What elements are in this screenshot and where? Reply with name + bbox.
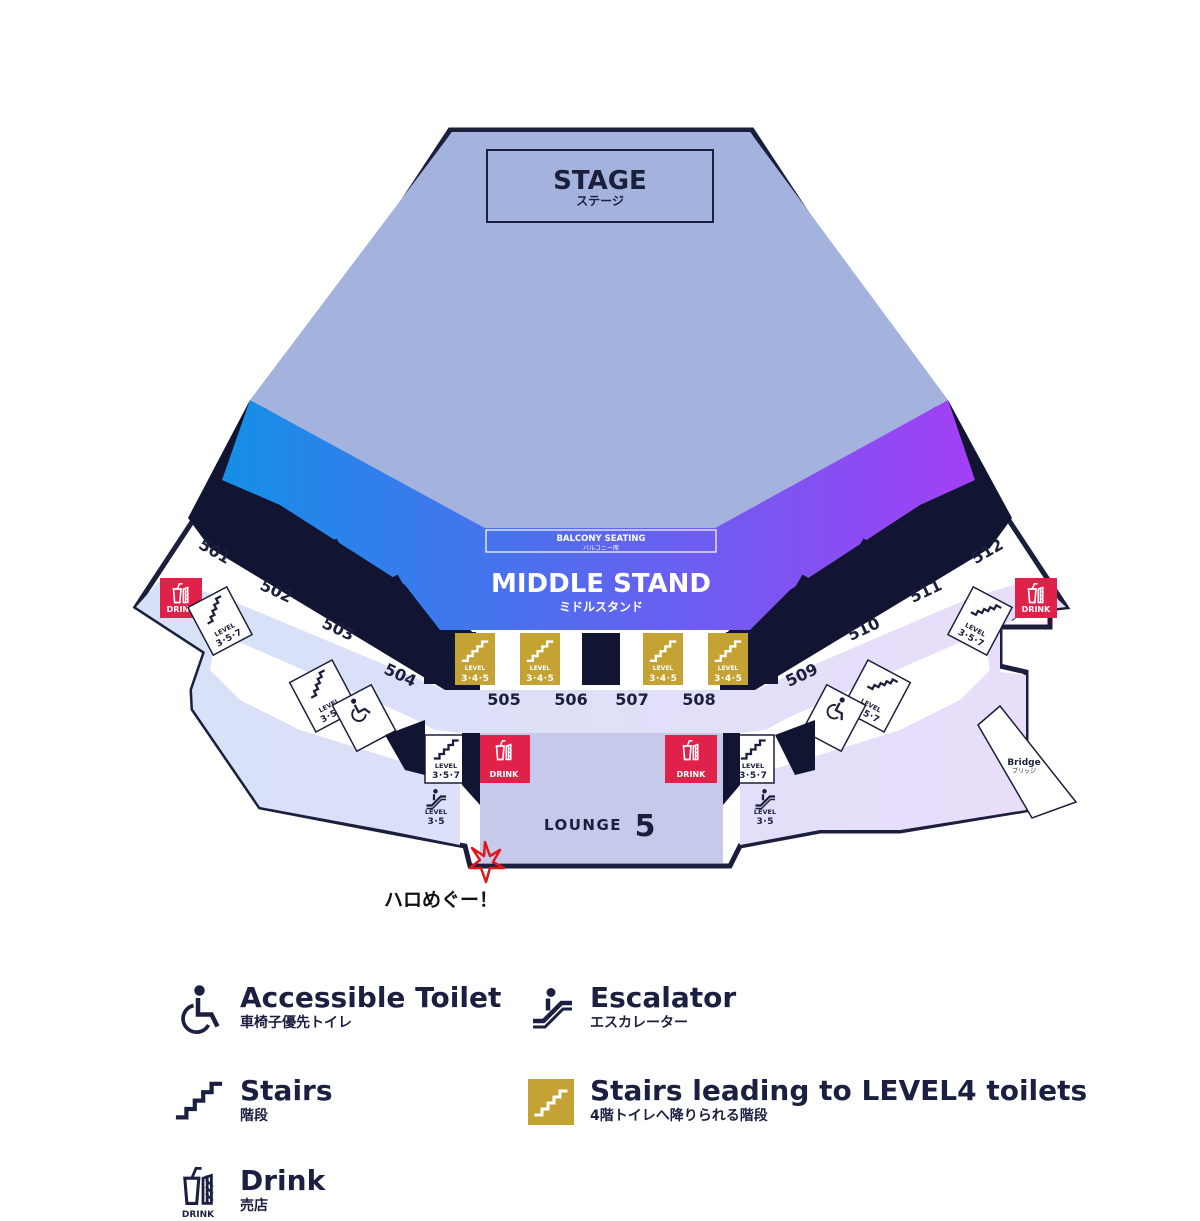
legend-stairs-level4: Stairs leading to LEVEL4 toilets 4階トイレへ降…: [524, 1075, 1087, 1131]
legend-escalator: Escalator エスカレーター: [524, 982, 736, 1038]
block-label: 508: [682, 690, 715, 709]
service-blocks: [385, 720, 815, 805]
star-annotation: ハロめぐー！: [384, 840, 506, 911]
drink-label: DRINK: [1022, 605, 1051, 614]
legend-drink: DRINK Drink 売店: [174, 1165, 325, 1221]
walkway: [212, 600, 988, 730]
accessible-toilet: [331, 683, 397, 753]
level-word: LEVEL: [435, 762, 457, 770]
seat-block: [291, 538, 363, 610]
legend-stairs-level4-ja: 4階トイレへ降りられる階段: [590, 1108, 768, 1124]
venue-map: BALCONY SEATING バルコニー席 MIDDLE STAND ミドルス…: [132, 127, 1078, 911]
legend-accessible: Accessible Toilet 車椅子優先トイレ: [174, 982, 501, 1038]
seat-blocks: [234, 504, 968, 684]
legend-stairs: Stairs 階段: [174, 1075, 333, 1131]
gold-stairs-icons: LEVEL 3･4･5 LEVEL 3･4･5 LEVEL 3･4･5 LEVEL 3･4･5: [461, 640, 742, 684]
seat-block: [896, 504, 968, 576]
drink-booth: [478, 735, 530, 783]
seat-block: [837, 538, 909, 610]
drink-icon: DRINK: [182, 1166, 215, 1220]
seat-block: [352, 574, 424, 646]
level-word: LEVEL: [425, 808, 447, 816]
block-label: 505: [487, 690, 520, 709]
annotation-text: ハロめぐー！: [384, 889, 498, 911]
gold-stairs-icon: [528, 1079, 574, 1125]
legend-drink-icon-label: DRINK: [182, 1210, 215, 1220]
level-word: LEVEL: [530, 665, 551, 672]
balcony-box: [485, 529, 717, 553]
middle-stand-subtitle: ミドルスタンド: [559, 600, 643, 614]
drink-label: DRINK: [490, 770, 519, 779]
seat-block: [776, 574, 848, 646]
facility-boxes: LEVEL3･5･7LEVEL3･5･7LEVEL3･5･7LEVEL3･5LE…: [186, 585, 1014, 827]
legend-stairs-ja: 階段: [240, 1108, 268, 1124]
level-text: 3･4･5: [714, 674, 742, 684]
legend-accessible-en: Accessible Toilet: [240, 981, 502, 1014]
level-word: LEVEL: [653, 665, 674, 672]
stairs-icon: [174, 1075, 230, 1131]
level-text: 3･5: [756, 817, 773, 827]
legend-escalator-ja: エスカレーター: [590, 1015, 688, 1031]
level-text: 3･5: [427, 817, 444, 827]
escalator-icon: [524, 982, 580, 1038]
stage-subtitle: ステージ: [576, 194, 624, 208]
wheelchair-icon: [174, 982, 230, 1038]
legend-stairs-en: Stairs: [240, 1074, 333, 1107]
level-text: 3･4･5: [461, 674, 489, 684]
level-word: LEVEL: [718, 665, 739, 672]
star-icon: [468, 840, 506, 884]
drink-label: DRINK: [677, 770, 706, 779]
legend-stairs-level4-en: Stairs leading to LEVEL4 toilets: [590, 1074, 1088, 1107]
balcony-title: BALCONY SEATING: [556, 534, 645, 544]
lounge-number: 5: [635, 809, 656, 844]
stage-area: [250, 132, 948, 528]
bridge-title: Bridge: [1007, 758, 1040, 768]
drink-label: DRINK: [167, 605, 196, 614]
level-text: 3･4･5: [649, 674, 677, 684]
seat-block: [234, 504, 306, 576]
legend-escalator-en: Escalator: [590, 981, 737, 1014]
lounge-label: LOUNGE: [544, 816, 622, 834]
middle-stand-area: [222, 400, 975, 630]
bridge: [977, 704, 1078, 819]
facility-box: [424, 734, 468, 784]
level-word: LEVEL: [754, 808, 776, 816]
legend-accessible-ja: 車椅子優先トイレ: [240, 1015, 352, 1031]
legend-drink-ja: 売店: [240, 1198, 268, 1214]
balcony-subtitle: バルコニー席: [583, 544, 619, 552]
level-text: 3･4･5: [526, 674, 554, 684]
drink-booths: DRINK DRINK DRINK DRINK: [160, 578, 1057, 783]
stage-box: [486, 149, 714, 223]
level-text: 3･5･7: [739, 771, 767, 781]
middle-stand-title: MIDDLE STAND: [491, 569, 711, 599]
drink-booth: [665, 735, 717, 783]
level-text: 3･5･7: [432, 771, 460, 781]
facility-box: [186, 585, 254, 657]
legend-drink-en: Drink: [240, 1164, 326, 1197]
level-word: LEVEL: [465, 665, 486, 672]
level-word: LEVEL: [742, 762, 764, 770]
bridge-subtitle: ブリッジ: [1012, 767, 1036, 775]
stage-title: STAGE: [553, 166, 647, 196]
center-blocks: [455, 633, 748, 685]
block-label: 507: [615, 690, 648, 709]
block-label: 506: [554, 690, 587, 709]
accessible-toilet: [801, 683, 867, 753]
